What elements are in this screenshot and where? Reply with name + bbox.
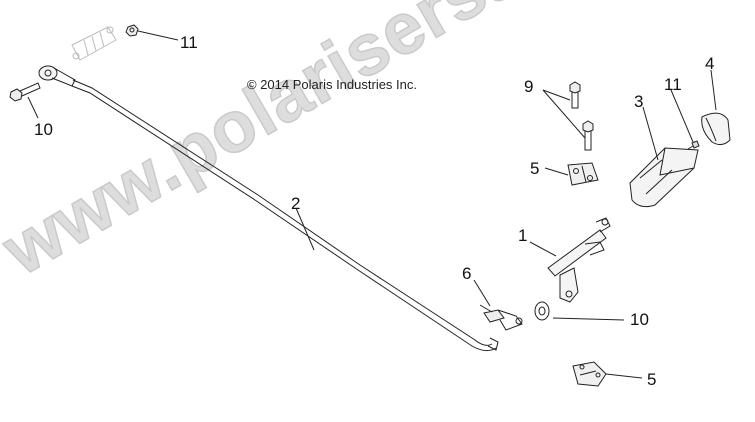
set-screw-icon [687,140,700,150]
shift-lever-bracket-icon [547,217,611,303]
copyright-text: © 2014 Polaris Industries Inc. [247,77,417,92]
leader-11 [137,30,179,41]
leader-8 [27,96,39,119]
callout-3: 3 [634,92,644,111]
leader-3 [642,106,659,161]
callout-5-lower: 5 [647,370,657,389]
callout-5-upper: 5 [530,159,540,178]
nut-icon [125,24,139,37]
callout-6: 6 [462,264,472,283]
leader-7b [542,89,586,139]
callout-7: 9 [524,77,534,96]
leader-7a [542,89,571,101]
bushing-icon [572,361,607,387]
bushing-icon [567,162,599,186]
shift-knob-icon [701,112,731,146]
callout-11: 11 [180,33,198,52]
washer-icon [534,301,550,321]
leader-10 [552,317,625,321]
faded-bushing-icon [71,26,117,61]
callout-8: 10 [34,120,53,139]
bolt-icon [569,81,594,151]
shift-rod-icon [38,65,499,352]
leader-1 [529,241,557,257]
callout-9: 11 [664,75,682,94]
leader-4 [710,69,717,111]
leader-2 [295,207,315,251]
leader-5a [544,167,569,176]
callout-4: 4 [705,54,715,73]
callout-10: 10 [630,310,649,329]
bolt-icon [9,82,41,102]
callout-2: 2 [291,194,301,213]
callout-1: 1 [518,226,528,245]
leader-6 [473,279,491,307]
shift-boot-icon [629,147,699,208]
rod-end-clip-icon [479,304,523,331]
leader-9 [670,89,694,143]
leader-5b [605,373,643,379]
